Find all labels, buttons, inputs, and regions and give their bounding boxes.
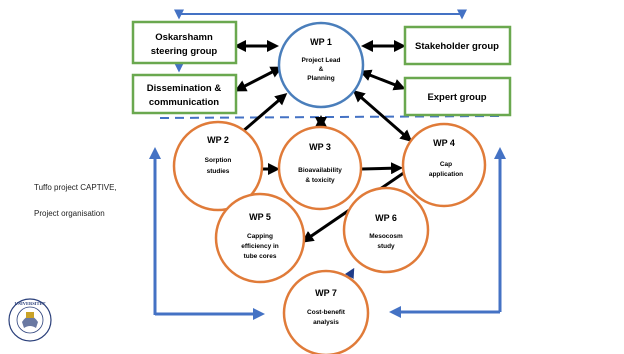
steering-line-1: Oskarshamn [155,32,213,43]
wp5-line-2: efficiency in [241,243,279,250]
wp1-line-3: Planning [307,75,334,82]
university-seal-icon: UNIVERSITET [8,298,52,342]
wp7-line-2: analysis [313,319,339,326]
wp1-line-1: Project Lead [301,57,340,64]
wp4-line-1: Cap [440,161,452,168]
wp2-title: WP 2 [207,135,229,145]
wp1-circle: WP 1 Project Lead & Planning [277,21,365,109]
wp3-circle: WP 3 Bioavailability & toxicity [277,125,363,211]
seal-label: UNIVERSITET [14,301,45,306]
wp5-line-3: tube cores [244,253,277,260]
project-organisation-note: Project organisation [34,209,105,218]
wp6-title: WP 6 [375,213,397,223]
wp5-line-1: Capping [247,233,273,240]
wp1-title: WP 1 [310,37,332,47]
stakeholder-label: Stakeholder group [415,41,499,52]
right-loop-arrow [389,147,506,318]
wp2-line-1: Sorption [205,157,232,164]
box-steering-group: Oskarshamn steering group [131,20,238,65]
wp5-title: WP 5 [249,212,271,222]
wp4-title: WP 4 [433,138,455,148]
wp1-line-2: & [319,66,324,73]
wp7-circle: WP 7 Cost-benefit analysis [282,269,370,354]
wp6-circle: WP 6 Mesocosm study [342,186,430,274]
wp7-title: WP 7 [315,288,337,298]
wp6-line-2: study [377,243,395,250]
left-loop-arrow [149,147,265,320]
expert-label: Expert group [427,92,486,103]
steering-line-2: steering group [151,46,218,57]
wp2-circle: WP 2 Sorption studies [172,120,264,212]
wp2-line-2: studies [207,168,230,175]
dashed-separator [159,115,501,119]
top-link-arrows [174,9,467,20]
project-name-note: Tuffo project CAPTIVE, [34,183,117,192]
box-expert-group: Expert group [403,76,512,117]
box-dissemination: Dissemination & communication [131,73,238,115]
dissemination-line-1: Dissemination & [147,83,222,94]
wp3-line-2: & toxicity [305,177,335,184]
wp3-title: WP 3 [309,142,331,152]
wp7-line-1: Cost-benefit [307,309,346,316]
box-stakeholder-group: Stakeholder group [403,25,512,66]
wp4-circle: WP 4 Cap application [401,122,487,208]
wp3-line-1: Bioavailability [298,167,342,174]
wp4-line-2: application [429,171,463,178]
dissemination-line-2: communication [149,97,219,108]
wp6-line-1: Mesocosm [369,233,403,240]
wp5-circle: WP 5 Capping efficiency in tube cores [214,192,306,284]
